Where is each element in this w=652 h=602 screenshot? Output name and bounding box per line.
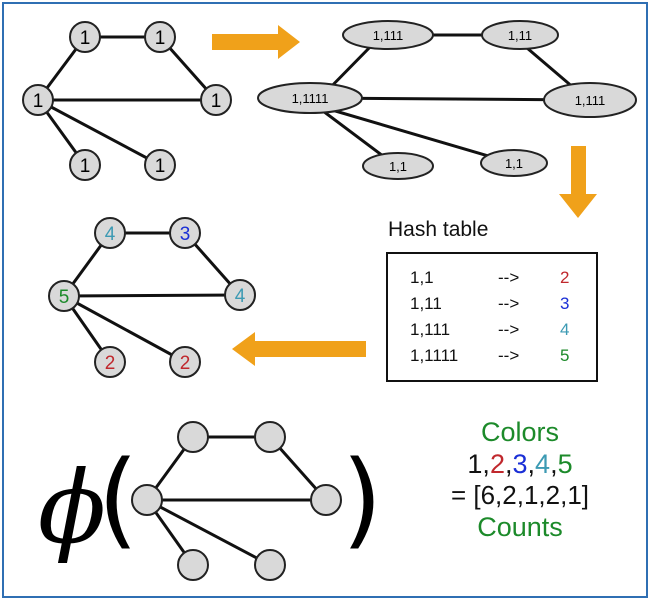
node: 1,1111 bbox=[257, 82, 363, 114]
node: 4 bbox=[94, 217, 126, 249]
hash-key: 1,1111 bbox=[410, 346, 459, 365]
node: 4 bbox=[224, 279, 256, 311]
hash-arrow: --> bbox=[498, 294, 520, 313]
hash-row: 1,11 --> 3 bbox=[388, 294, 596, 314]
node-label: 1,111 bbox=[575, 93, 606, 108]
node-label: 1,1 bbox=[389, 159, 407, 174]
close-paren: ) bbox=[342, 438, 383, 560]
node-label: 5 bbox=[59, 287, 70, 308]
node-label: 1,1111 bbox=[292, 91, 329, 106]
node-label: 4 bbox=[235, 286, 246, 307]
node: 1 bbox=[69, 21, 101, 53]
node: 1,111 bbox=[342, 20, 434, 50]
color-value: 1 bbox=[467, 449, 483, 479]
arrow-right-icon bbox=[212, 25, 300, 59]
hash-value: 2 bbox=[560, 268, 570, 287]
node-label: 1 bbox=[155, 156, 166, 177]
color-count-legend: Colors 1,2,3,4,5 = [6,2,1,2,1] Counts bbox=[410, 416, 630, 544]
hash-table: 1,1 --> 2 1,11 --> 3 1,111 --> 4 1,1111 … bbox=[386, 252, 598, 382]
hash-row: 1,1111 --> 5 bbox=[388, 346, 596, 366]
hash-arrow: --> bbox=[498, 268, 520, 287]
edge bbox=[63, 294, 186, 364]
node: 5 bbox=[48, 280, 80, 312]
node-label: 2 bbox=[180, 353, 191, 374]
node bbox=[254, 549, 286, 581]
node bbox=[254, 421, 286, 453]
node bbox=[177, 421, 209, 453]
hash-key: 1,1 bbox=[410, 268, 434, 287]
color-value: 5 bbox=[557, 449, 573, 479]
node: 3 bbox=[169, 217, 201, 249]
hash-row: 1,111 --> 4 bbox=[388, 320, 596, 340]
node: 1,111 bbox=[543, 82, 637, 118]
graph-multiset: 1,111 1,11 1,1111 1,111 1,1 1,1 bbox=[257, 20, 637, 180]
node: 2 bbox=[169, 346, 201, 378]
hash-key: 1,111 bbox=[410, 320, 451, 339]
feature-map: ϕ ( ) bbox=[38, 421, 383, 581]
node-label: 1,11 bbox=[508, 28, 532, 43]
hash-value: 3 bbox=[560, 294, 570, 313]
node-label: 2 bbox=[105, 353, 116, 374]
hash-value: 4 bbox=[560, 320, 570, 339]
node bbox=[131, 484, 163, 516]
separator: , bbox=[482, 449, 490, 479]
color-value: 2 bbox=[489, 449, 505, 479]
node: 1 bbox=[22, 84, 54, 116]
edge bbox=[63, 293, 241, 298]
arrow-down-icon bbox=[559, 146, 597, 218]
edge bbox=[314, 103, 513, 165]
node-label: 1 bbox=[155, 28, 166, 49]
node: 2 bbox=[94, 346, 126, 378]
edge bbox=[146, 498, 271, 567]
color-value: 3 bbox=[512, 449, 528, 479]
node-label: 1 bbox=[80, 28, 91, 49]
node-label: 1 bbox=[211, 91, 222, 112]
unlabeled-graph bbox=[131, 421, 342, 581]
node-label: 1,111 bbox=[373, 28, 404, 43]
node: 1,11 bbox=[481, 20, 559, 50]
hash-arrow: --> bbox=[498, 320, 520, 339]
separator: , bbox=[504, 449, 513, 479]
node: 1,1 bbox=[362, 152, 434, 180]
node-label: 1,1 bbox=[505, 156, 523, 171]
graph-relabeled: 4 3 5 4 2 2 bbox=[48, 217, 256, 378]
node-label: 1 bbox=[80, 156, 91, 177]
node-label: 1 bbox=[33, 91, 44, 112]
node: 1 bbox=[69, 149, 101, 181]
edge bbox=[37, 98, 161, 167]
counts-label: Counts bbox=[477, 512, 563, 542]
node: 1,1 bbox=[480, 149, 548, 177]
hash-key: 1,11 bbox=[410, 294, 442, 313]
arrow-left-icon bbox=[232, 332, 366, 366]
node: 1 bbox=[144, 149, 176, 181]
node: 1 bbox=[200, 84, 232, 116]
color-sequence: 1,2,3,4,5 bbox=[410, 448, 630, 480]
color-value: 4 bbox=[535, 449, 551, 479]
hash-row: 1,1 --> 2 bbox=[388, 268, 596, 288]
node-label: 3 bbox=[180, 224, 191, 245]
counts-vector: = [6,2,1,2,1] bbox=[450, 480, 590, 510]
hash-arrow: --> bbox=[498, 346, 520, 365]
separator: , bbox=[527, 449, 536, 479]
hash-table-title: Hash table bbox=[388, 218, 489, 241]
phi-symbol: ϕ bbox=[38, 449, 106, 566]
node bbox=[310, 484, 342, 516]
colors-label: Colors bbox=[480, 417, 560, 447]
graph-initial: 1 1 1 1 1 1 bbox=[22, 21, 232, 181]
hash-value: 5 bbox=[560, 346, 570, 365]
node: 1 bbox=[144, 21, 176, 53]
node-label: 4 bbox=[105, 224, 116, 245]
separator: , bbox=[550, 449, 558, 479]
node bbox=[177, 549, 209, 581]
